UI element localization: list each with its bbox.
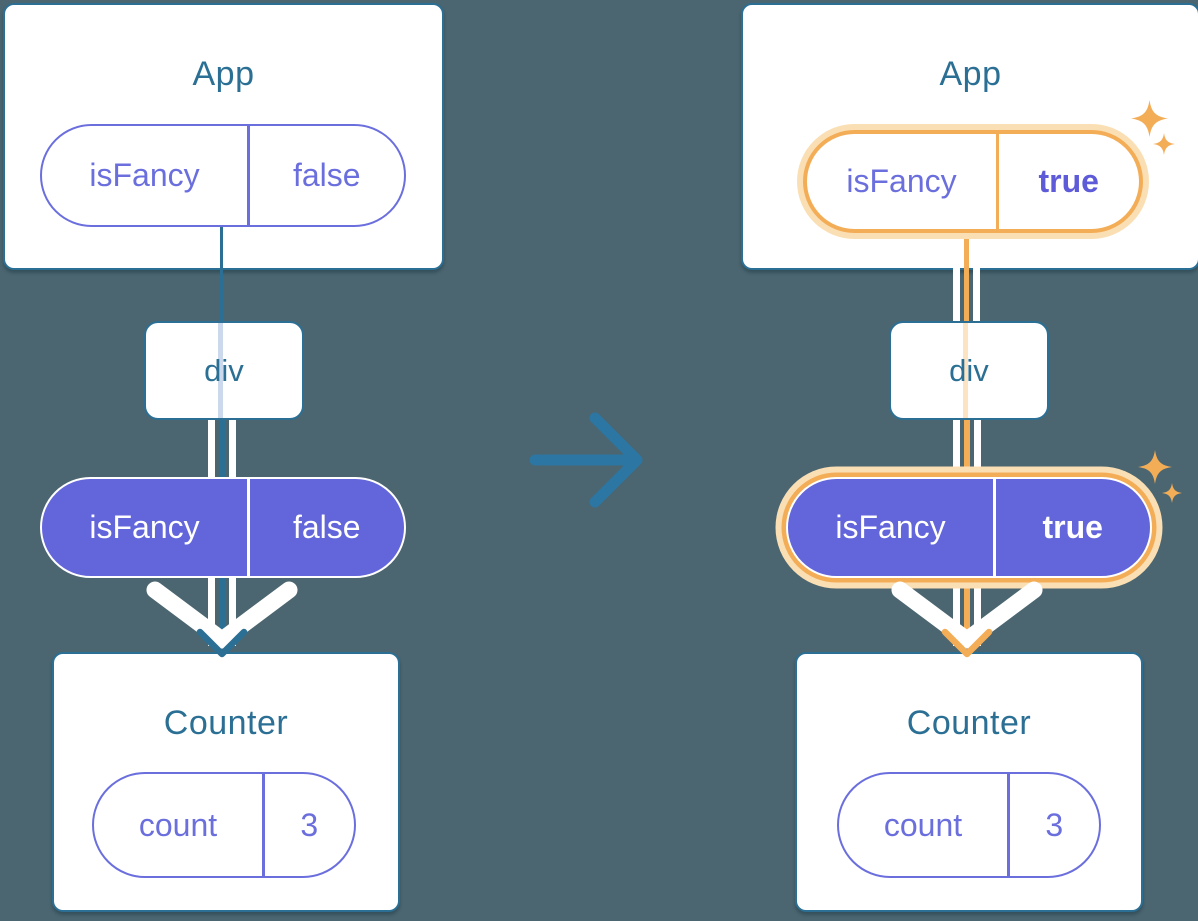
pill-divider	[993, 479, 996, 576]
down-chevron-icon	[146, 581, 298, 649]
connector-div-to-pill	[219, 414, 225, 479]
connector-pill-to-counter	[229, 572, 236, 646]
connector-app-to-div	[220, 220, 223, 323]
counter-state-pill-after: count 3	[837, 772, 1101, 878]
prop-value: true	[1038, 163, 1099, 199]
connector-pill-to-counter	[953, 572, 960, 646]
connector-div-to-pill	[974, 414, 981, 479]
arrowhead-down-icon	[941, 628, 993, 658]
prop-passthrough-line	[963, 323, 968, 418]
connector-pill-to-counter	[974, 572, 981, 646]
counter-title: Counter	[906, 704, 1032, 742]
counter-state-pill-before: count 3	[92, 772, 356, 878]
prop-name: isFancy	[89, 157, 200, 193]
pill-divider	[247, 479, 250, 576]
prop-name: isFancy	[835, 509, 946, 545]
state-value: 3	[300, 806, 319, 843]
connector-pill-to-counter	[219, 572, 225, 648]
arrow-right-icon	[529, 412, 643, 508]
prop-value: false	[292, 509, 361, 545]
prop-value: true	[1042, 509, 1103, 545]
state-name: count	[883, 806, 963, 843]
prop-name: isFancy	[846, 163, 957, 199]
props-pill-after: isFancy true	[786, 477, 1152, 578]
connector-div-to-pill	[229, 414, 236, 479]
sparkle-icon	[1131, 100, 1168, 137]
connector-div-to-pill	[208, 414, 215, 479]
div-label: div	[204, 352, 244, 388]
connector-pill-to-counter	[208, 572, 215, 646]
down-chevron-icon	[891, 581, 1043, 649]
state-value: 3	[1045, 806, 1064, 843]
connector-div-to-pill-highlight	[964, 414, 970, 479]
connector-app-to-div-highlight	[964, 222, 969, 323]
div-node-before: div	[144, 321, 304, 420]
pill-divider	[996, 134, 999, 229]
pill-divider	[1007, 774, 1010, 876]
state-name: count	[138, 806, 218, 843]
app-title: App	[939, 55, 1002, 93]
pill-divider	[247, 126, 250, 225]
connector-app-to-div	[953, 266, 960, 323]
prop-name: isFancy	[89, 509, 200, 545]
connector-app-to-div	[973, 266, 980, 323]
connector-pill-to-counter-highlight	[964, 572, 970, 648]
app-prop-pill-before: isFancy false	[40, 124, 406, 227]
prop-passthrough-line	[218, 323, 223, 418]
div-node-after: div	[889, 321, 1049, 420]
sparkle-icon	[1138, 450, 1172, 484]
prop-value: false	[292, 157, 361, 193]
sparkle-icon	[1153, 133, 1175, 155]
counter-title: Counter	[163, 704, 289, 742]
connector-div-to-pill	[953, 414, 960, 479]
sparkle-icon	[1162, 483, 1182, 503]
pill-divider	[262, 774, 265, 876]
div-label: div	[949, 352, 989, 388]
arrowhead-down-icon	[196, 628, 248, 658]
app-title: App	[192, 55, 255, 93]
app-prop-pill-after: isFancy true	[803, 130, 1143, 233]
props-pill-before: isFancy false	[40, 477, 406, 578]
